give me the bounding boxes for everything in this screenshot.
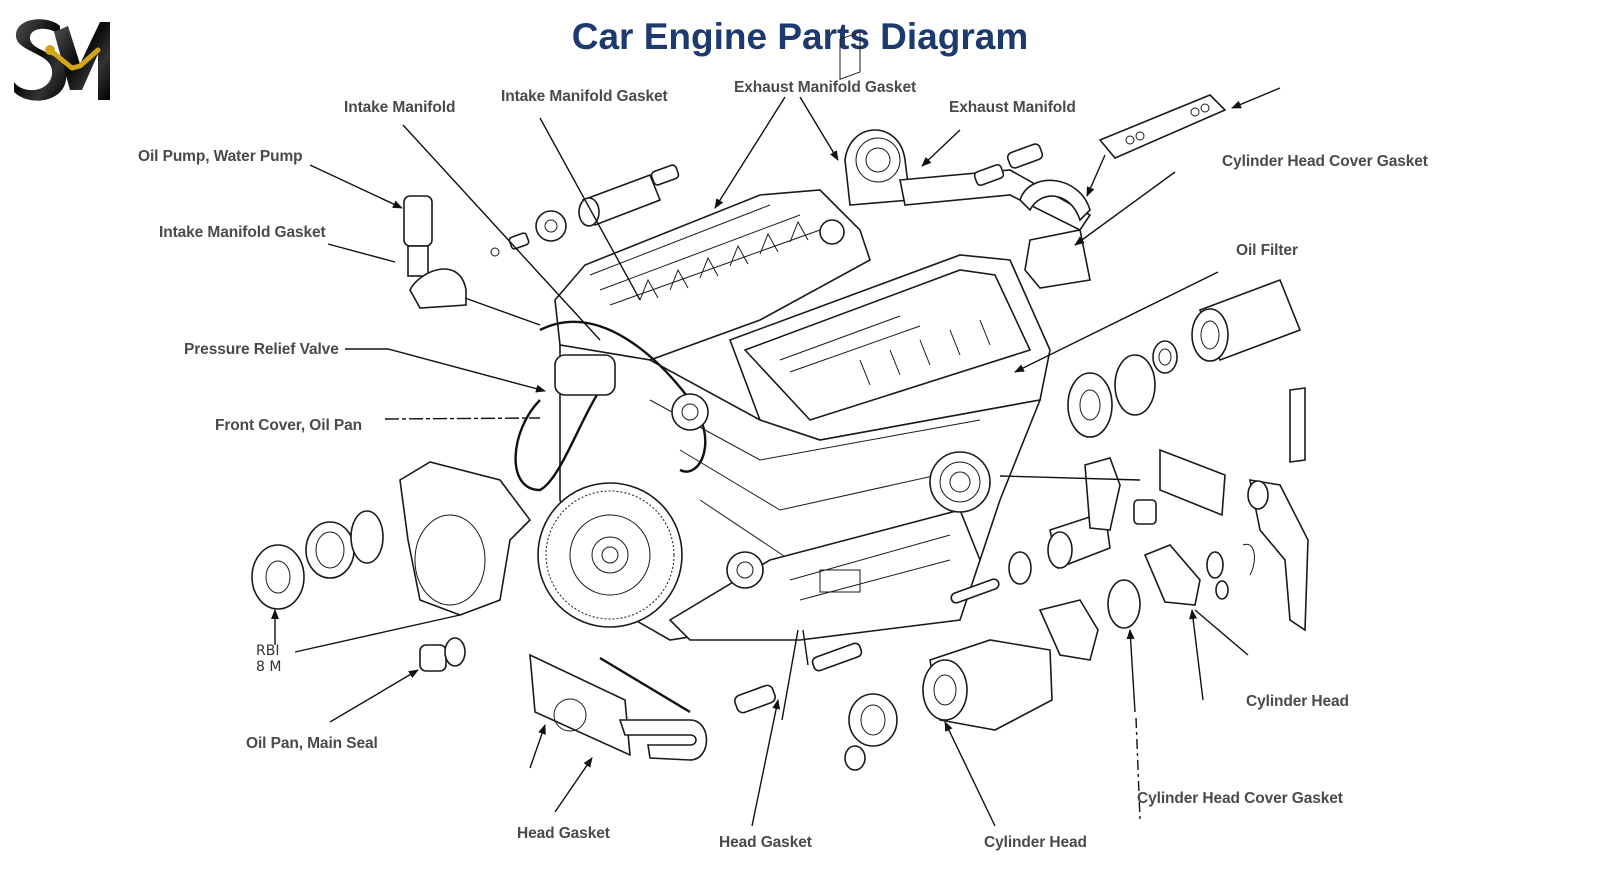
label-oil-pan-main-seal: Oil Pan, Main Seal xyxy=(246,735,378,752)
stray-text-line1: RBI xyxy=(256,643,280,659)
left-side-parts xyxy=(251,461,532,672)
stray-text: RBI 8 M xyxy=(256,643,281,675)
diagram-title: Car Engine Parts Diagram xyxy=(571,16,1029,57)
bottom-parts xyxy=(529,639,1053,771)
label-front-cover-oil-pan: Front Cover, Oil Pan xyxy=(215,417,362,434)
small-fittings xyxy=(490,164,680,257)
label-intake-manifold-gasket-left: Intake Manifold Gasket xyxy=(159,224,326,241)
label-cylinder-head-cover-gasket-bottom: Cylinder Head Cover Gasket xyxy=(1137,790,1343,807)
oil-pump-part xyxy=(403,195,467,309)
label-head-gasket-center: Head Gasket xyxy=(719,834,812,851)
label-exhaust-manifold-gasket: Exhaust Manifold Gasket xyxy=(734,79,917,96)
label-intake-manifold: Intake Manifold xyxy=(344,99,456,116)
label-pressure-relief-valve: Pressure Relief Valve xyxy=(184,341,339,358)
label-cylinder-head-right: Cylinder Head xyxy=(1246,693,1349,710)
cover-plate-part xyxy=(1098,94,1227,159)
label-oil-pump-water-pump: Oil Pump, Water Pump xyxy=(138,148,303,165)
stray-text-line2: 8 M xyxy=(256,659,282,675)
label-cylinder-head-bottom: Cylinder Head xyxy=(984,834,1087,851)
label-head-gasket-left: Head Gasket xyxy=(517,825,610,842)
logo-accent-line xyxy=(47,47,101,71)
sm-logo xyxy=(14,19,110,101)
label-oil-filter: Oil Filter xyxy=(1236,242,1298,259)
exhaust-manifold-part xyxy=(844,129,1092,289)
label-intake-manifold-gasket-top: Intake Manifold Gasket xyxy=(501,88,668,105)
engine-block xyxy=(514,31,1051,641)
logo-s-shape xyxy=(14,19,67,101)
label-exhaust-manifold: Exhaust Manifold xyxy=(949,99,1076,116)
oil-filter-part xyxy=(1191,278,1302,362)
leader-lines xyxy=(271,87,1281,827)
label-cylinder-head-cover-gasket-top: Cylinder Head Cover Gasket xyxy=(1222,153,1428,170)
right-side-parts xyxy=(950,340,1309,661)
